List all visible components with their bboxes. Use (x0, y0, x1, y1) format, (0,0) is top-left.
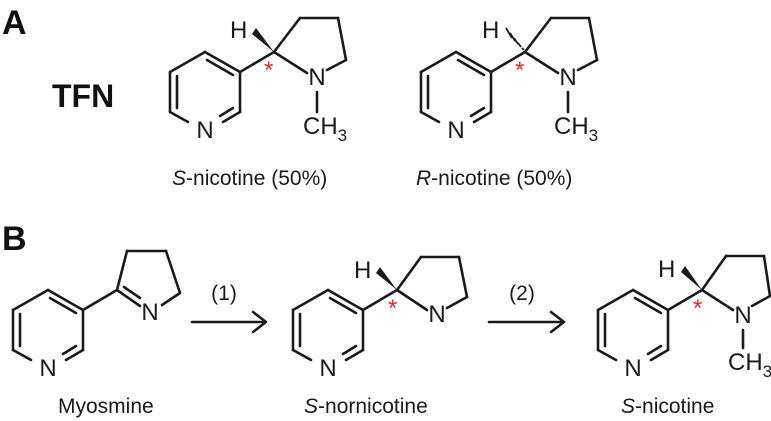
stereo-wedge (376, 267, 397, 290)
nitrogen-label: N (196, 117, 213, 144)
nitrogen-label: N (141, 299, 158, 326)
pyrrolidine-ring (395, 255, 469, 312)
pyridine-ring (596, 288, 670, 362)
pyrrolidine-ring (700, 254, 771, 312)
pyridine-ring (168, 50, 242, 124)
pyrrolidine-ring (272, 16, 348, 75)
hydrogen-label: H (658, 256, 675, 283)
caption-s-nornicotine: S-nornicotine (304, 395, 428, 418)
molecule-s-nicotine-b: N N CH3 H * (596, 254, 771, 382)
reaction-arrow-1: (1) (190, 282, 268, 334)
connecting-bond (666, 288, 704, 312)
methyl-label: CH3 (728, 349, 771, 381)
pyrrolidine-ring (523, 16, 599, 75)
hydrogen-label: H (230, 17, 247, 44)
stereo-wedge (252, 28, 274, 52)
panel-label-b: B (2, 220, 27, 258)
methyl-label: CH3 (554, 113, 598, 145)
pyridine-ring (11, 288, 85, 362)
pyrroline-ring (115, 249, 182, 308)
panel-label-a: A (2, 4, 27, 42)
nitrogen-label: N (428, 301, 445, 328)
molecule-myosmine: N N (11, 249, 182, 382)
molecule-s-nicotine-a: N N CH3 H * (168, 16, 348, 145)
pyridine-ring (291, 288, 365, 362)
nitrogen-label: N (447, 117, 464, 144)
stereo-hash (505, 27, 525, 51)
nitrogen-label: N (559, 64, 576, 91)
stereo-mark: * (515, 57, 524, 84)
connecting-bond (81, 288, 119, 312)
connecting-bond (489, 50, 527, 74)
step-label-1: (1) (211, 282, 237, 305)
nitrogen-label: N (624, 355, 641, 382)
nitrogen-label: N (308, 64, 325, 91)
stereo-mark: * (388, 295, 397, 322)
molecule-r-nicotine: N N CH3 H * (419, 16, 599, 145)
step-label-2: (2) (509, 282, 535, 305)
hydrogen-label: H (354, 257, 371, 284)
caption-r-nicotine: R-nicotine (50%) (416, 167, 572, 190)
nitrogen-label: N (734, 302, 751, 329)
methyl-label: CH3 (303, 113, 347, 145)
caption-s-nicotine-a: S-nicotine (50%) (172, 167, 327, 190)
stereo-wedge (681, 266, 702, 290)
nitrogen-label: N (39, 355, 56, 382)
connecting-bond (238, 50, 276, 74)
caption-myosmine: Myosmine (58, 395, 154, 418)
tfn-label: TFN (52, 78, 114, 114)
stereo-mark: * (264, 57, 273, 84)
pyridine-ring (419, 50, 493, 124)
reaction-arrow-2: (2) (487, 282, 566, 334)
molecule-s-nornicotine: N N H * (291, 255, 469, 382)
nitrogen-label: N (319, 355, 336, 382)
hydrogen-label: H (482, 17, 499, 44)
caption-s-nicotine-b: S-nicotine (621, 395, 714, 418)
connecting-bond (361, 288, 399, 312)
stereo-mark: * (693, 295, 702, 322)
